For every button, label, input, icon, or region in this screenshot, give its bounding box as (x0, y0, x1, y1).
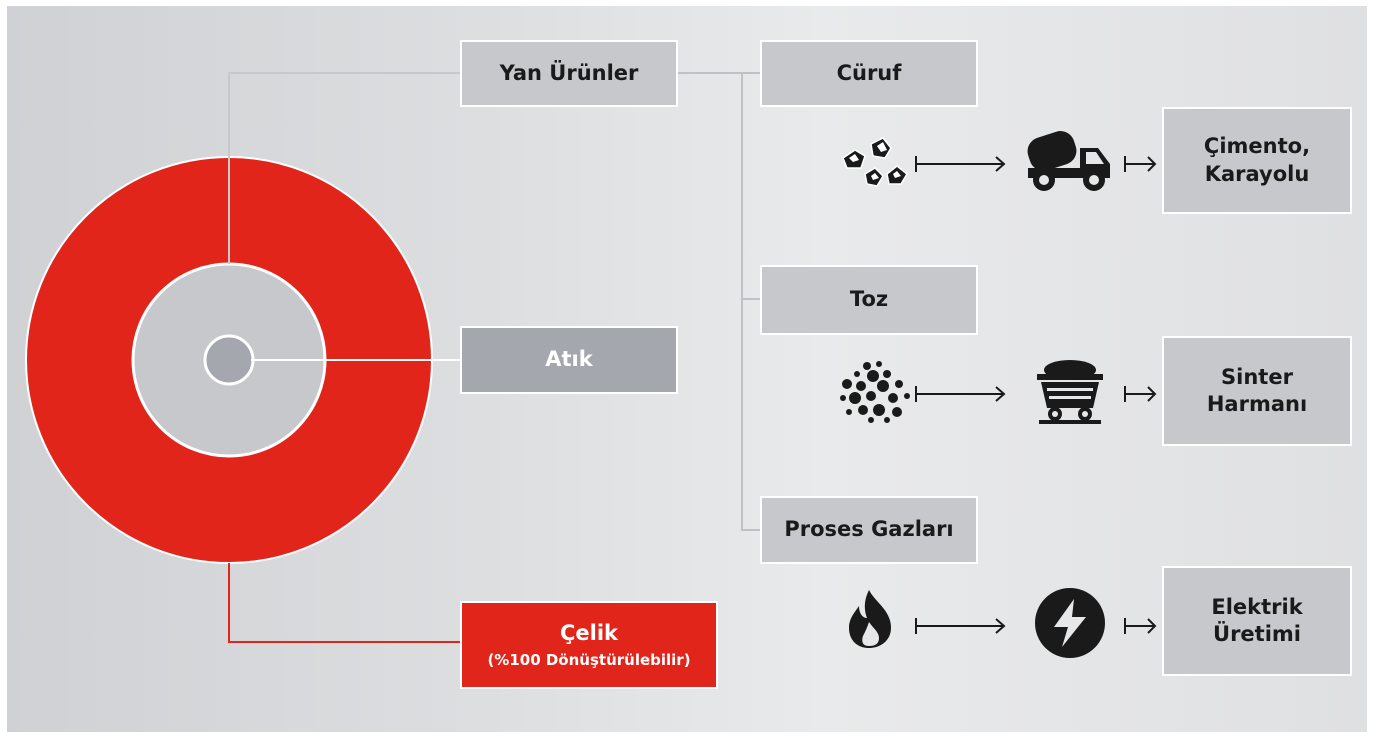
yan-urunler-label: Yan Ürünler (499, 60, 639, 85)
arrow-dust-to-cart (915, 386, 1006, 402)
elektrik-label-1: Elektrik (1211, 594, 1303, 619)
flow-diagram: Yan Ürünler Atık Çelik (%100 Dönüştürüle… (7, 6, 1367, 732)
arrow-flame-to-lightning (915, 618, 1006, 634)
dust-particles-icon (840, 361, 910, 423)
slag-stones-icon (842, 137, 908, 187)
arrow-lightning-to-elektrik (1124, 618, 1157, 634)
cimento-label-2: Karayolu (1204, 161, 1310, 186)
sinter-box: Sinter Harmanı (1162, 336, 1352, 446)
mine-cart-icon (1037, 360, 1103, 424)
curuf-box: Cüruf (760, 40, 978, 107)
branch-trunk (741, 73, 762, 531)
arrow-slag-to-truck (915, 156, 1006, 172)
arrow-cart-to-sinter (1124, 386, 1157, 402)
proses-gazlari-box: Proses Gazları (760, 496, 978, 564)
steel-connector (228, 563, 462, 643)
cement-mixer-truck-icon (1027, 131, 1110, 191)
atik-box: Atık (460, 326, 678, 394)
byproduct-connector (228, 72, 462, 264)
yan-urunler-box: Yan Ürünler (460, 40, 678, 107)
proses-gazlari-label: Proses Gazları (784, 517, 954, 542)
toz-label: Toz (849, 287, 889, 312)
celik-label: Çelik (559, 620, 619, 645)
cimento-box: Çimento, Karayolu (1162, 107, 1352, 214)
sinter-label-1: Sinter (1221, 364, 1293, 389)
curuf-label: Cüruf (836, 60, 902, 85)
celik-box: Çelik (%100 Dönüştürülebilir) (460, 601, 718, 689)
arrow-truck-to-cimento (1124, 156, 1157, 172)
connector-lines (25, 72, 762, 643)
sinter-label-2: Harmanı (1206, 392, 1308, 416)
atik-label: Atık (545, 347, 593, 372)
elektrik-box: Elektrik Üretimi (1162, 566, 1352, 676)
flame-icon (849, 590, 891, 648)
toz-box: Toz (760, 265, 978, 335)
elektrik-label-2: Üretimi (1213, 622, 1301, 646)
lightning-icon (1035, 588, 1105, 658)
celik-sublabel: (%100 Dönüştürülebilir) (487, 650, 691, 669)
waste-core (203, 334, 255, 386)
cimento-label-1: Çimento, (1203, 134, 1311, 159)
